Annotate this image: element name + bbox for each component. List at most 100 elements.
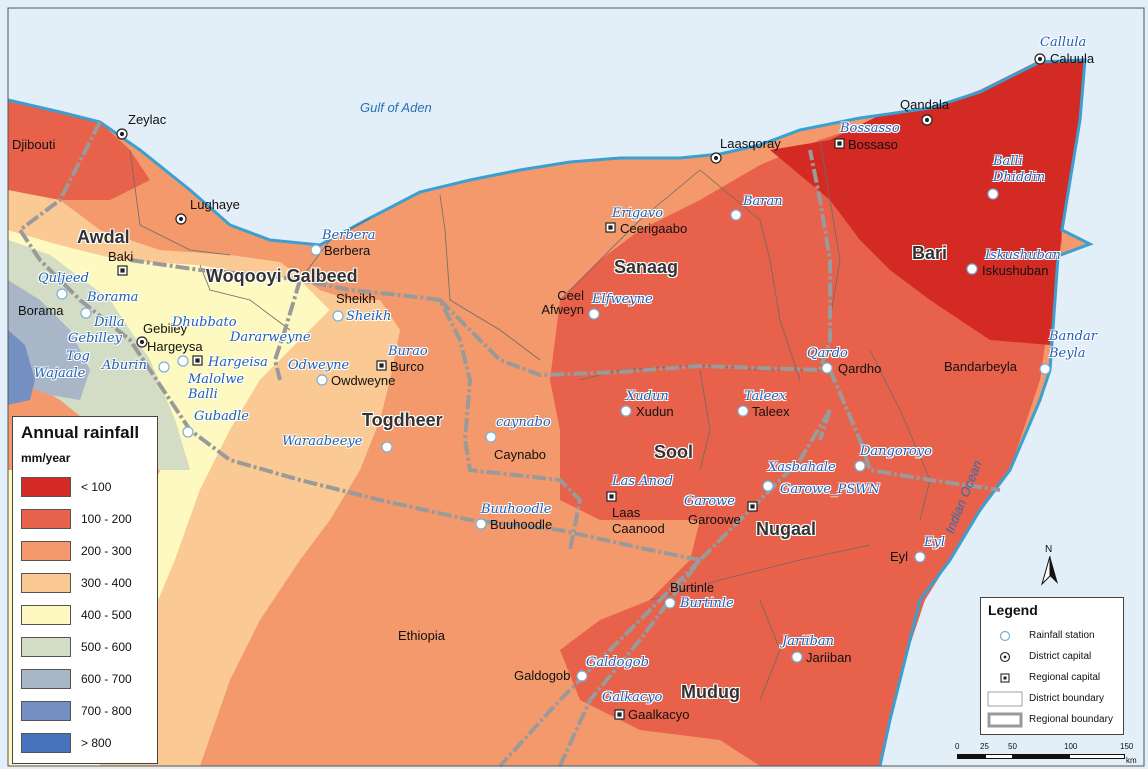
station-baran: Baran [743, 194, 783, 209]
north-arrow-icon [1040, 556, 1058, 586]
rainfall-swatch [21, 669, 71, 689]
place-owdweyne: Owdweyne [331, 373, 396, 388]
place-qardho: Qardho [838, 361, 882, 376]
rainfall-swatch [21, 573, 71, 593]
station-quljeed: Quljeed [38, 271, 89, 286]
station-bossasso: Bossasso [840, 121, 900, 136]
rainfall-class: 600 - 700 [21, 669, 151, 691]
place-qandala: Qandala [900, 97, 950, 112]
place-gaalkacyo: Gaalkacyo [628, 707, 690, 722]
station-erigavo: Erigavo [612, 206, 664, 221]
place-laasqoray: Laasqoray [720, 136, 781, 151]
station-callula: Callula [1040, 35, 1087, 50]
djibouti-label: Djibouti [12, 137, 56, 152]
place-bossaso: Bossaso [848, 137, 898, 152]
district-capital-icon [999, 651, 1011, 663]
station-malolwe-balli: Malolwe Balli [188, 372, 245, 402]
station-jariiban: Jariiban [782, 634, 834, 649]
legend-label: District capital [1029, 651, 1092, 662]
station-hargeisa: Hargeisa [208, 355, 268, 370]
station-taleex: Taleex [744, 389, 787, 404]
place-hargeysa: Hargeysa [147, 339, 203, 354]
station-buuhoodle: Buuhoodle [481, 502, 552, 517]
station-qardo: Qardo [807, 346, 848, 361]
rainfall-class-label: 100 - 200 [81, 512, 132, 526]
regional-capitals [117, 138, 845, 720]
region-mudug: Mudug [681, 682, 740, 702]
place-lughaye: Lughaye [190, 197, 240, 212]
rainfall-class: 100 - 200 [21, 509, 151, 531]
zone-300-400 [8, 160, 400, 766]
scale-segment [985, 754, 1013, 759]
place-baki: Baki [108, 249, 134, 264]
station-garowe-pswn: Garowe_PSWN [780, 482, 880, 497]
place-caluula: Caluula [1050, 51, 1095, 66]
rainfall-class-label: 500 - 600 [81, 640, 132, 654]
rainfall-legend-title: Annual rainfall [21, 423, 140, 442]
place-laas-caanood: Laas Caanood [612, 505, 665, 536]
rainfall-class-label: > 800 [81, 736, 112, 750]
zone-500-600 [8, 240, 190, 470]
zone-400-500 [8, 230, 330, 766]
station-burtinle: Burtinle [680, 596, 734, 611]
regional-capital-icon [1000, 673, 1010, 683]
place-taleex: Taleex [752, 404, 790, 419]
place-buuhoodle: Buuhoodle [490, 517, 553, 532]
rainfall-stations [56, 188, 1051, 682]
scale-tick: 50 [1008, 742, 1017, 751]
region-nugaal: Nugaal [756, 519, 817, 539]
rainfall-class: 400 - 500 [21, 605, 151, 627]
rainfall-class: 300 - 400 [21, 573, 151, 595]
station-caynabo: caynabo [496, 415, 551, 430]
place-sheikh: Sheikh [336, 291, 376, 306]
rainfall-legend-unit: mm/year [21, 451, 71, 465]
north-label: N [1045, 544, 1053, 555]
place-caynabo: Caynabo [494, 447, 547, 462]
place-iskushuban: Iskushuban [982, 263, 1049, 278]
station-xudun: Xudun [626, 389, 669, 404]
place-xudun: Xudun [636, 404, 674, 419]
scale-tick: 150 [1120, 742, 1134, 751]
region-sanaag: Sanaag [614, 257, 679, 277]
station-dangoroyo: Dangoroyo [860, 444, 932, 459]
zone-700-800 [8, 330, 35, 405]
rainfall-class: 500 - 600 [21, 637, 151, 659]
region-bari: Bari [912, 243, 948, 263]
rainfall-swatch [21, 509, 71, 529]
rainfall-class: < 100 [21, 477, 151, 499]
rainfall-class-label: < 100 [81, 480, 112, 494]
region-togdheer: Togdheer [362, 410, 443, 430]
place-zeylac: Zeylac [128, 112, 167, 127]
legend-district-capital: District capital [987, 649, 1121, 667]
rainfall-class: 200 - 300 [21, 541, 151, 563]
region-woqooyi-galbeed: Woqooyi Galbeed [206, 266, 358, 286]
station-iskushuban: Iskushuban [985, 248, 1061, 263]
rainfall-class-label: 200 - 300 [81, 544, 132, 558]
station-las-anod: Las Anod [612, 474, 674, 489]
rainfall-swatch [21, 701, 71, 721]
rainfall-class-label: 700 - 800 [81, 704, 132, 718]
region-awdal: Awdal [77, 227, 130, 247]
coastline [7, 58, 1094, 767]
station-balli-dhiddin: Balli Dhiddin [993, 154, 1046, 185]
symbol-legend: Legend Rainfall station District capital… [980, 597, 1124, 735]
station-odweyne: Odweyne [288, 358, 350, 373]
station-gebilley: Gebilley [68, 331, 122, 346]
scale-tick: 100 [1064, 742, 1078, 751]
place-berbera: Berbera [324, 243, 371, 258]
rainfall-class: > 800 [21, 733, 151, 755]
rainfall-swatch [21, 477, 71, 497]
place-garoowe: Garoowe [688, 512, 741, 527]
station-bandar-beyla: Bandar Beyla [1049, 329, 1097, 361]
station-galkacyo: Galkacyo [602, 690, 663, 705]
place-ceel-afweyn: Ceel Afweyn [541, 288, 584, 317]
rainfall-swatch [21, 733, 71, 753]
place-eyl: Eyl [890, 549, 909, 564]
symbol-legend-title: Legend [988, 602, 1038, 618]
station-burao: Burao [388, 344, 428, 359]
legend-label: Regional capital [1029, 672, 1101, 683]
station-berbera: Berbera [322, 228, 376, 243]
rainfall-station-icon [999, 630, 1011, 642]
zone-100-200-west [8, 100, 150, 200]
station-sheikh: Sheikh [346, 309, 392, 324]
